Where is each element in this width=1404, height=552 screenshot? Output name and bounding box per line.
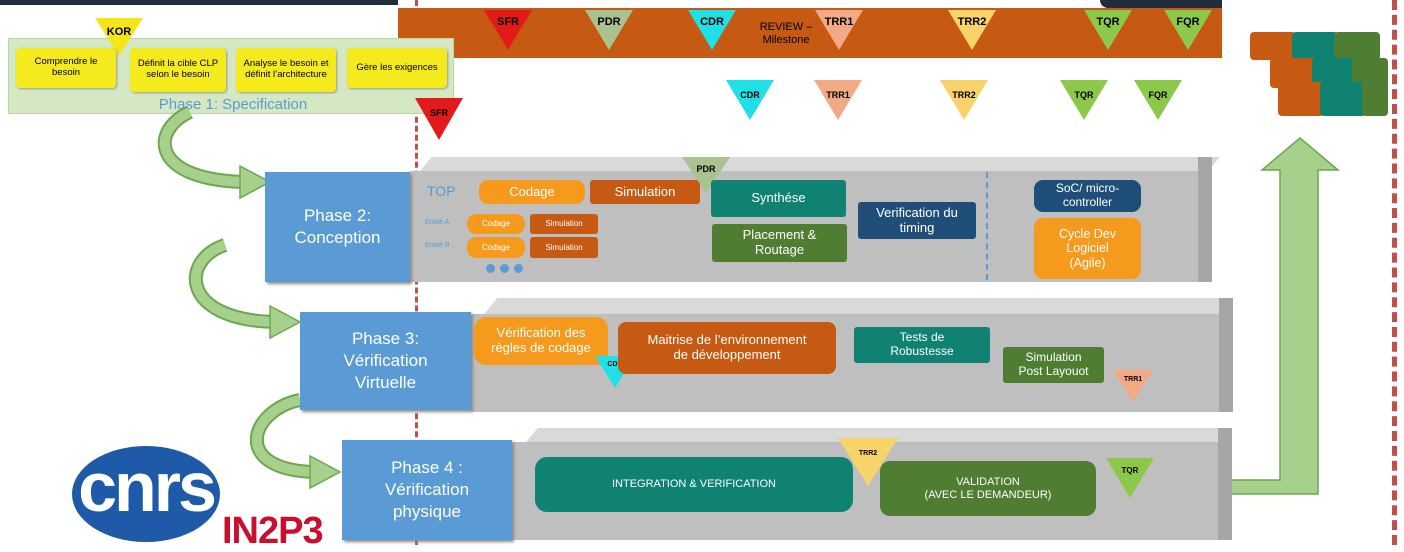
entity-a-simulation: Simulation	[530, 214, 598, 234]
cnrs-logo-text: cnrs	[78, 448, 217, 526]
entity-b-simulation: Simulation	[530, 237, 598, 258]
arrow-up-right	[1213, 137, 1341, 495]
phase2-band-side	[1198, 157, 1212, 282]
task-gere-exigences: Gère les exigences	[347, 48, 447, 88]
fqr-review-label: FQR	[1148, 90, 1168, 100]
entity-b-codage: Codage	[467, 237, 525, 258]
tile-decoration	[1250, 30, 1390, 120]
phase3-title: Phase 3: Vérification Virtuelle	[300, 312, 471, 410]
entity-b-label: Entité B	[425, 242, 450, 249]
phase4-band-side	[1218, 428, 1232, 540]
task-analyse: Analyse le besoin et définit l’architect…	[236, 48, 336, 92]
task-definit-cible: Définit la cible CLP selon le besoin	[130, 48, 226, 92]
tqr-banner-icon	[1084, 10, 1132, 50]
phase3-band-side	[1219, 298, 1233, 412]
trr2-banner-label: TRR2	[957, 16, 987, 28]
tqr-phase4-icon	[1106, 458, 1154, 498]
cdr-banner-icon	[688, 10, 736, 50]
sfr-label: SFR	[430, 108, 448, 118]
cycle-dev-box: Cycle Dev Logiciel (Agile)	[1034, 218, 1141, 279]
pdr-banner-icon	[585, 10, 633, 50]
arrow-head-1	[239, 164, 272, 200]
cdr-review-label: CDR	[740, 90, 760, 100]
soc-box: SoC/ micro- controller	[1034, 180, 1141, 212]
kor-label: KOR	[106, 26, 132, 38]
placement-routage-box: Placement & Routage	[712, 224, 847, 262]
task-comprendre: Comprendre le besoin	[16, 48, 116, 88]
verif-regles-box: Vérification des règles de codage	[474, 317, 608, 365]
sfr-icon	[415, 98, 463, 140]
cdr-phase3-label: CDR	[607, 361, 623, 368]
validation-box: VALIDATION (AVEC LE DEMANDEUR)	[880, 461, 1096, 516]
top-label: TOP	[427, 183, 456, 199]
tqr-phase4-label: TQR	[1121, 466, 1139, 475]
integration-verification-box: INTEGRATION & VERIFICATION	[535, 457, 853, 512]
trr1-banner-label: TRR1	[824, 16, 854, 28]
tqr-review-icon	[1060, 80, 1108, 120]
entity-a-codage: Codage	[467, 214, 525, 234]
trr1-review-label: TRR1	[826, 90, 850, 100]
phase1-title: Phase 1: Specification	[158, 96, 308, 113]
arrow-head-3	[309, 454, 342, 490]
pdr-banner-label: PDR	[597, 16, 621, 28]
tqr-review-label: TQR	[1074, 90, 1094, 100]
trr2-banner-icon	[948, 10, 996, 50]
codage-box: Codage	[479, 180, 585, 204]
cdr-banner-label: CDR	[700, 16, 724, 28]
tqr-banner-label: TQR	[1096, 16, 1120, 28]
tests-robustesse-box: Tests de Robustesse	[854, 327, 990, 363]
phase4-title: Phase 4 : Vérification physique	[342, 440, 512, 540]
fqr-banner-icon	[1164, 10, 1212, 50]
fqr-banner-label: FQR	[1176, 16, 1200, 28]
phase3-band-top	[484, 298, 1233, 314]
simulation-box: Simulation	[590, 180, 700, 204]
fqr-review-icon	[1134, 80, 1182, 120]
review-milestone-label: REVIEW – Milestone	[759, 21, 813, 47]
entity-a-label: Entité A	[425, 219, 450, 226]
simulation-post-layout-box: Simulation Post Layouot	[1003, 347, 1104, 383]
trr1-phase3-label: TRR1	[1123, 376, 1143, 383]
dashed-line-right	[1392, 0, 1397, 545]
cnrs-logo: cnrs	[72, 446, 220, 542]
trr2-review-label: TRR2	[952, 90, 976, 100]
arrow-head-2	[269, 304, 302, 340]
milestone-banner-top-notch	[1100, 0, 1222, 8]
sfr-banner-icon	[484, 10, 532, 50]
synthese-box: Synthése	[711, 180, 846, 217]
phase2-title: Phase 2: Conception	[265, 172, 410, 282]
trr1-banner-icon	[815, 10, 863, 50]
cdr-review-icon	[726, 80, 774, 120]
trr2-phase4-label: TRR2	[858, 450, 878, 457]
phase2-band-top	[420, 157, 1220, 171]
trr2-review-icon	[940, 80, 988, 120]
maitrise-env-box: Maitrise de l’environnement de développe…	[618, 322, 836, 374]
top-left-strip	[0, 0, 398, 5]
verification-timing-box: Verification du timing	[858, 202, 976, 239]
pdr-label: PDR	[696, 164, 716, 174]
sfr-banner-label: SFR	[497, 16, 519, 28]
in2p3-logo-text: IN2P3	[222, 510, 324, 552]
phase2-divider	[986, 172, 988, 280]
trr1-phase3-icon	[1113, 370, 1153, 402]
trr1-review-icon	[814, 80, 862, 120]
